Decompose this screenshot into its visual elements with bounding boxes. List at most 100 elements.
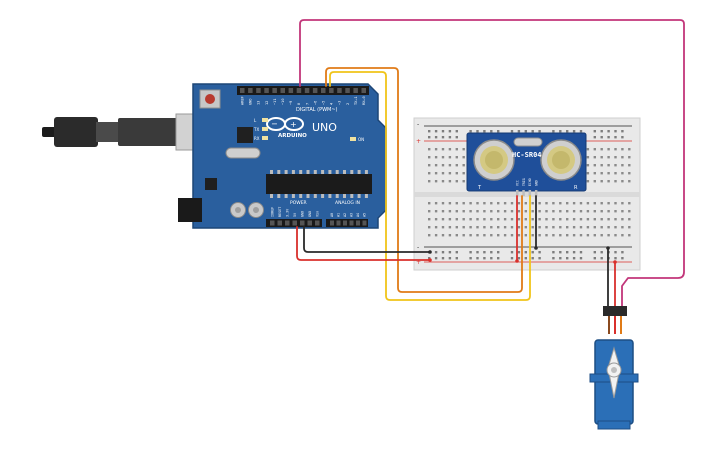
sensor-pin-label: VCC [516,180,520,186]
svg-text:+: + [290,120,297,129]
rail-plus-bottom: + [416,259,421,266]
digital-pin[interactable] [248,88,253,93]
receiver [540,139,582,181]
led-label: TX [253,127,259,132]
sensor-label: HC-SR04 [512,151,542,159]
wires [296,19,685,308]
digital-pin-label: TX→1 [354,96,358,105]
wire-magenta[interactable] [299,19,685,308]
power-pin[interactable] [277,220,283,226]
usb-cable [42,113,203,151]
wire-orange[interactable] [325,67,523,293]
sensor-pin-label: ECHO [528,178,532,186]
digital-pin[interactable] [296,88,302,93]
digital-pin-label: ~9 [289,101,293,105]
analog-pin-label: A5 [363,213,367,217]
digital-pin-label: ~6 [313,101,317,105]
sensor-t-mark: T [477,185,482,191]
wire-yellow[interactable] [329,71,531,301]
power-pin[interactable] [307,220,313,226]
power-pin[interactable] [292,220,298,226]
arduino-model: UNO [312,121,337,134]
digital-pin-label: RX←0 [362,96,366,105]
analog-pin[interactable] [356,220,360,226]
analog-pin[interactable] [362,220,367,226]
digital-pin[interactable] [353,88,358,93]
digital-pin-label: ~10 [281,99,285,106]
digital-pin-label: ~11 [273,99,277,106]
sensor-pin-label: GND [534,180,538,186]
digital-pin[interactable] [264,88,269,93]
digital-pin[interactable] [361,88,367,93]
led-label: L [254,118,257,123]
usb-chip [237,127,253,143]
crystal [225,147,261,159]
analog-pin-label: A3 [350,213,354,217]
power-pin[interactable] [315,220,320,226]
digital-pin[interactable] [240,88,245,93]
digital-pin[interactable] [256,88,261,93]
wire-red-5v[interactable] [296,226,431,261]
power-pin[interactable] [300,220,305,226]
digital-pin[interactable] [337,88,342,93]
power-jack[interactable] [178,198,202,222]
digital-pin-label: 4 [330,103,334,105]
power-pin[interactable] [270,220,275,226]
digital-pins [240,88,366,93]
rail-minus-bottom: - [417,244,419,251]
status-led [262,127,268,131]
power-pin[interactable] [285,220,290,226]
digital-pin[interactable] [329,88,334,93]
wire-black-gnd[interactable] [303,226,431,253]
digital-header-label: DIGITAL (PWM~) [296,107,338,113]
analog-pin[interactable] [343,220,347,226]
digital-pin[interactable] [345,88,350,93]
digital-pin-label: 13 [257,101,261,105]
digital-pin[interactable] [288,88,294,93]
digital-pin-label: AREF [241,96,245,105]
analog-pin-label: A4 [356,213,360,217]
digital-pin[interactable] [312,88,318,93]
power-pin-label: GND [301,211,305,217]
sensor-r-mark: R [574,185,578,191]
digital-pin[interactable] [280,88,286,93]
on-label: ON [358,137,364,142]
servo-motor[interactable] [589,306,639,430]
breadboard[interactable]: - + - + [413,117,641,271]
digital-pin-label: 2 [346,103,350,105]
power-pin-label: Vin [316,211,320,217]
rail-minus-top: - [417,121,419,128]
digital-pin-label: 12 [265,101,269,105]
analog-pin[interactable] [330,220,334,226]
servo-connector [603,306,627,316]
sensor-pin[interactable] [522,190,525,196]
analog-pin-label: A0 [330,213,334,217]
digital-pin-label: 7 [305,103,309,105]
status-led [262,118,268,122]
digital-pin[interactable] [321,88,326,93]
digital-pin-label: ~3 [338,101,342,105]
power-pin-label: RESET [278,207,282,217]
analog-pin[interactable] [349,220,354,226]
power-pin-label: 5V [293,213,297,217]
digital-pin[interactable] [272,88,277,93]
power-pin-label: GND [308,211,312,217]
digital-header [237,86,369,95]
status-led [262,136,268,140]
reset-button[interactable] [205,94,215,104]
svg-text:−: − [271,120,278,129]
digital-pin[interactable] [304,88,310,93]
analog-pin[interactable] [336,220,341,226]
power-pin-label: IOREF [271,207,275,217]
sensor-pin[interactable] [516,190,519,196]
digital-pin-label: 8 [297,103,301,105]
sensor-pin[interactable] [534,190,538,196]
sensor-pin[interactable] [528,190,532,196]
